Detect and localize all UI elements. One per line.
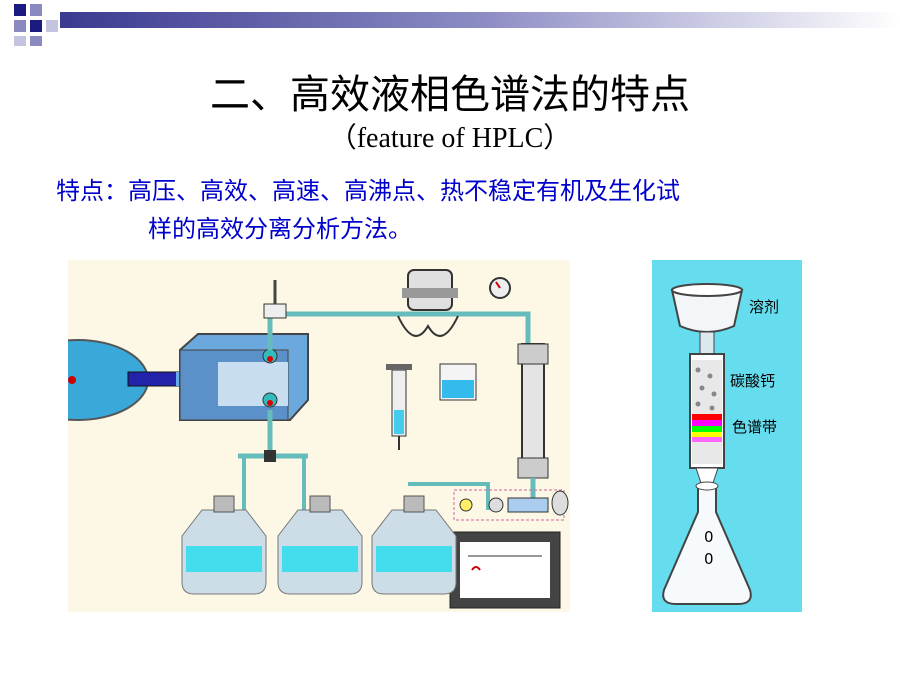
band-yellow: [692, 432, 722, 437]
hplc-apparatus-illustration: [68, 260, 570, 612]
waste-bottle: [371, 495, 457, 595]
feature-description: 特点：高压、高效、高速、高沸点、热不稳定有机及生化试 样的高效分离分析方法。: [56, 172, 856, 248]
slide-title: 二、高效液相色谱法的特点: [210, 72, 690, 118]
svg-text:0: 0: [704, 528, 714, 546]
label-solvent: 溶剂: [749, 298, 779, 316]
label-chromatographic-band: 色谱带: [732, 418, 777, 436]
label-calcium-carbonate: 碳酸钙: [730, 372, 775, 390]
band-green: [692, 426, 722, 432]
solvent-bottle: [181, 495, 267, 595]
band-pink: [692, 437, 722, 442]
feature-line-2: 样的高效分离分析方法。: [148, 215, 412, 243]
feature-line-1: 特点：高压、高效、高速、高沸点、热不稳定有机及生化试: [56, 177, 680, 205]
band-red: [692, 414, 722, 420]
column-chromatography-illustration: 0 0 溶剂 碳酸钙 色谱带: [652, 260, 802, 612]
svg-text:0: 0: [704, 550, 714, 568]
header-decoration: [14, 4, 900, 46]
solvent-bottle: [277, 495, 363, 595]
slide-subtitle: （feature of HPLC）: [328, 123, 572, 154]
band-magenta: [692, 420, 722, 426]
